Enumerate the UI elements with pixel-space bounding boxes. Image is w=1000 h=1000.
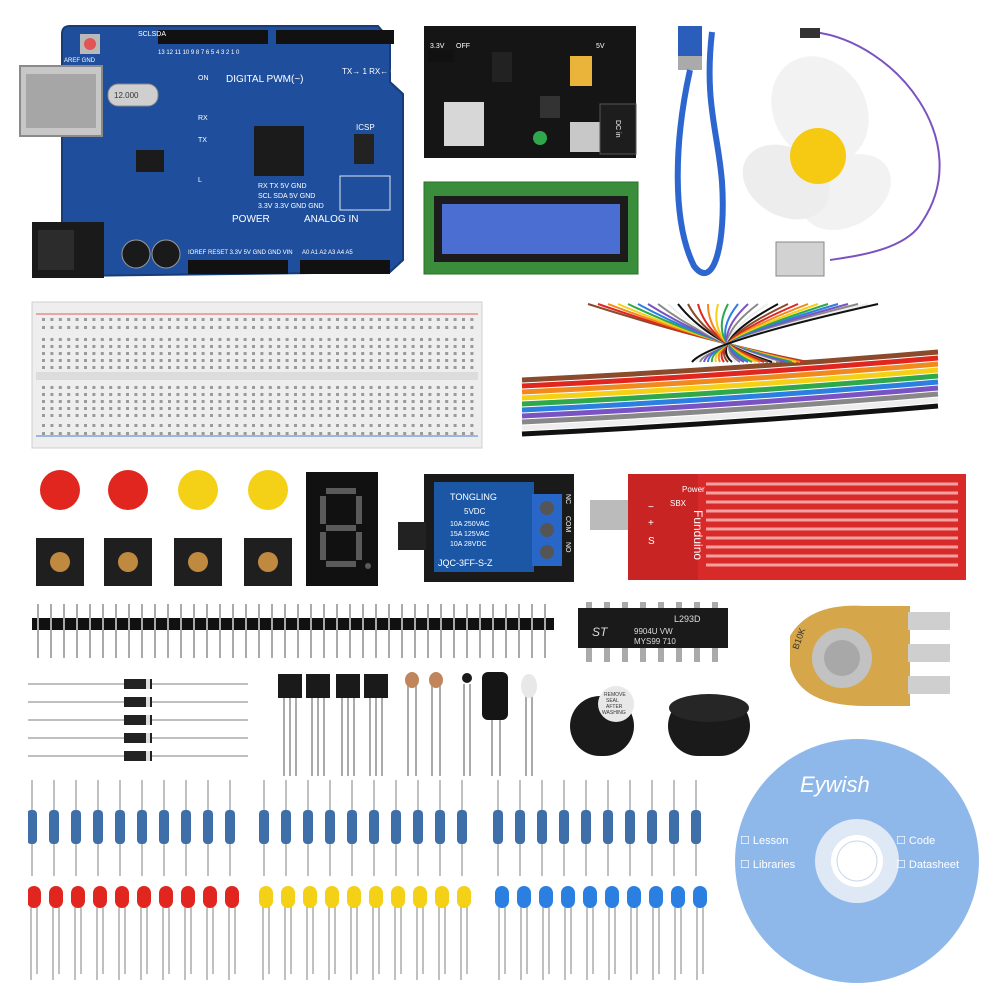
silk-on: ON <box>198 75 209 82</box>
seven-segment-display <box>306 472 378 586</box>
breadboard <box>31 301 483 449</box>
pin-header-strip <box>32 604 554 658</box>
silk-rx: RX <box>198 115 208 122</box>
ic-logo: ST <box>592 625 609 639</box>
silk-l: L <box>198 177 202 184</box>
silk-bottom-scl: SCL SDA 5V GND <box>258 193 315 200</box>
cd-item-lesson: ☐ Lesson <box>740 835 789 847</box>
silk-power-pins: IOREF RESET 3.3V 5V GND GND VIN <box>188 250 293 256</box>
relay-terminal-no: NO <box>564 542 571 553</box>
silk-dc-in: DC in <box>614 120 621 138</box>
buzzer-sticker-2: SEAL <box>606 698 619 704</box>
silk-txrx: TX→ 1 RX← 0 <box>342 67 395 76</box>
silk-icsp: ICSP <box>356 123 375 132</box>
cd-disc: Eywish ☐ Lesson ☐ Code ☐ Libraries ☐ Dat… <box>732 736 982 986</box>
sensor-pin-s: S <box>648 536 655 547</box>
cd-item-datasheet: ☐ Datasheet <box>896 859 960 871</box>
ic-line1: L293D <box>674 614 701 624</box>
diodes <box>28 679 248 761</box>
silk-3v3: 3.3V <box>430 43 445 50</box>
buzzer-sticker-1: REMOVE <box>604 692 626 698</box>
relay-5vdc: 5VDC <box>464 507 486 516</box>
buzzer-sticker-4: WASHING <box>602 710 626 716</box>
relay-model: JQC-3FF-S-Z <box>438 558 493 568</box>
relay-terminal-com: COM <box>564 516 571 533</box>
silk-analog: ANALOG IN <box>304 214 358 225</box>
cd-item-libraries: ☐ Libraries <box>740 859 796 871</box>
leds <box>28 886 707 980</box>
ic-line3: MYS99 710 <box>634 637 676 646</box>
silk-tx: TX <box>198 137 207 144</box>
button-cap-red-1 <box>40 470 80 510</box>
fan-motor <box>742 28 941 277</box>
silk-power: POWER <box>232 214 270 225</box>
silk-5v: 5V <box>596 43 605 50</box>
button-cap-yellow-1 <box>178 470 218 510</box>
sensor-sbx-label: SBX <box>670 499 687 508</box>
silk-scl-sda: SCLSDA <box>138 31 166 38</box>
usb-cable <box>674 26 726 276</box>
resistors <box>28 780 701 876</box>
sensor-pin-minus: − <box>648 502 654 513</box>
buzzer-sticker-3: AFTER <box>606 704 623 710</box>
cd-brand: Eywish <box>800 772 870 797</box>
silk-bottom-rx: RX TX 5V GND <box>258 183 307 190</box>
arduino-uno-board: DIGITAL PWM(~) TX→ 1 RX← 0 ICSP POWER AN… <box>19 25 404 278</box>
button-cap-red-2 <box>108 470 148 510</box>
water-level-sensor: Power SBX S + − Funduino <box>590 474 966 580</box>
silk-analog-pins: A0 A1 A2 A3 A4 A5 <box>302 250 353 256</box>
crystal-text: 12.000 <box>114 91 139 100</box>
relay-rating-1: 10A 250VAC <box>450 521 490 528</box>
sensor-power-label: Power <box>682 485 705 494</box>
silk-aref-gnd: AREF GND <box>64 58 96 64</box>
silk-digital: DIGITAL PWM(~) <box>226 74 304 85</box>
transistors-sensors <box>278 672 537 776</box>
sensor-pin-plus: + <box>648 518 654 529</box>
relay-brand: TONGLING <box>450 492 497 502</box>
relay-rating-2: 15A 125VAC <box>450 531 490 538</box>
relay-terminal-nc: NC <box>564 494 571 504</box>
ic-l293d: L293D 9904U VW MYS99 710 ST <box>578 602 728 662</box>
silk-bottom-33: 3.3V 3.3V GND GND <box>258 203 324 210</box>
silk-off: OFF <box>456 43 470 50</box>
push-buttons <box>28 468 298 594</box>
relay-rating-3: 10A 28VDC <box>450 541 487 548</box>
ic-line2: 9904U VW <box>634 627 673 636</box>
relay-module: TONGLING 5VDC 10A 250VAC 15A 125VAC 10A … <box>398 474 574 582</box>
lcd-1602-module <box>423 181 639 275</box>
cd-item-code: ☐ Code <box>896 835 936 847</box>
sensor-brand: Funduino <box>691 510 705 560</box>
silk-digital-pins: 13 12 11 10 9 8 7 6 5 4 3 2 1 0 <box>158 50 240 56</box>
breadboard-power-module: 3.3V 5V OFF DC in <box>424 26 637 158</box>
button-cap-yellow-2 <box>248 470 288 510</box>
potentiometer: B10K <box>790 605 950 706</box>
jumper-wires <box>521 303 939 437</box>
buzzers: REMOVE SEAL AFTER WASHING <box>570 686 750 756</box>
